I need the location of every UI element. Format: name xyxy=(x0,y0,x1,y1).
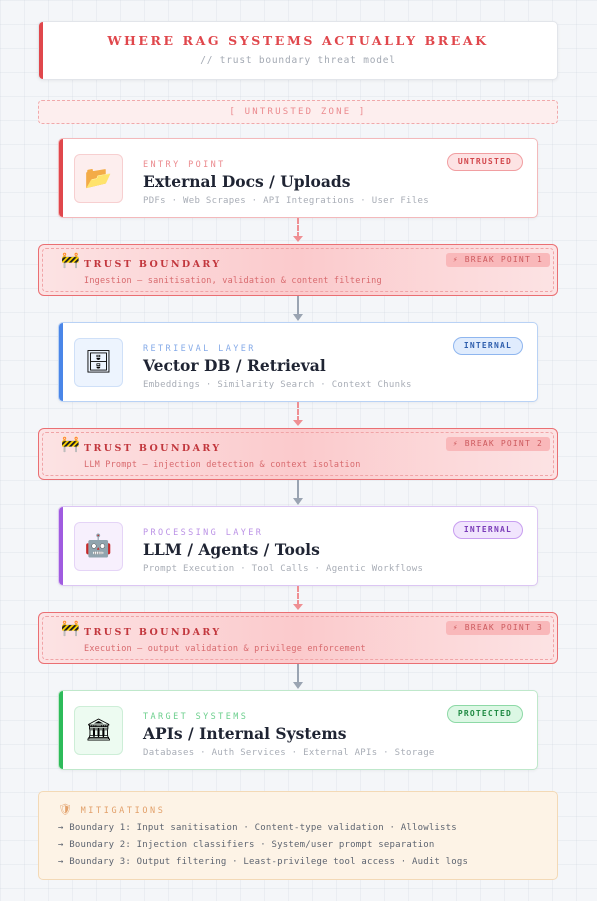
node-kicker: RETRIEVAL LAYER xyxy=(143,344,256,354)
classical-building-icon: 🏛 xyxy=(74,706,123,755)
node-name: APIs / Internal Systems xyxy=(143,724,347,743)
connector-dashed xyxy=(297,218,299,238)
mitigations-title: MITIGATIONS xyxy=(80,806,166,816)
node-llm-agents: 🤖 PROCESSING LAYER LLM / Agents / Tools … xyxy=(58,506,538,586)
node-details: PDFs · Web Scrapes · API Integrations · … xyxy=(143,196,429,206)
file-cabinet-icon: 🗄 xyxy=(74,338,123,387)
node-accent-bar xyxy=(59,323,63,401)
boundary-description: Execution — output validation & privileg… xyxy=(84,644,366,654)
node-details: Embeddings · Similarity Search · Context… xyxy=(143,380,412,390)
mitigation-line: → Boundary 1: Input sanitisation · Conte… xyxy=(58,823,457,833)
connector-dashed xyxy=(297,402,299,422)
break-point-badge: ⚡ BREAK POINT 3 xyxy=(445,621,550,635)
node-kicker: TARGET SYSTEMS xyxy=(143,712,249,722)
node-external-docs: 📂 ENTRY POINT External Docs / Uploads PD… xyxy=(58,138,538,218)
diagram-subtitle: // trust boundary threat model xyxy=(200,55,396,66)
folder-icon: 📂 xyxy=(74,154,123,203)
boundary-title: TRUST BOUNDARY xyxy=(84,443,222,454)
node-accent-bar xyxy=(59,507,63,585)
mitigations-heading: 🛡 MITIGATIONS xyxy=(58,803,165,816)
construction-barrier-icon: 🚧 xyxy=(61,251,80,269)
construction-barrier-icon: 🚧 xyxy=(61,619,80,637)
boundary-title: TRUST BOUNDARY xyxy=(84,627,222,638)
protected-badge: PROTECTED xyxy=(446,705,523,723)
trust-boundary-2: 🚧 TRUST BOUNDARY LLM Prompt — injection … xyxy=(38,428,558,480)
arrow-down-icon xyxy=(293,236,303,242)
node-apis-internal-systems: 🏛 TARGET SYSTEMS APIs / Internal Systems… xyxy=(58,690,538,770)
boundary-inner-frame xyxy=(42,248,554,292)
node-kicker: ENTRY POINT xyxy=(143,160,226,170)
break-point-badge: ⚡ BREAK POINT 2 xyxy=(445,437,550,451)
break-point-badge: ⚡ BREAK POINT 1 xyxy=(445,253,550,267)
node-name: External Docs / Uploads xyxy=(143,172,351,191)
mitigation-line: → Boundary 3: Output filtering · Least-p… xyxy=(58,857,469,867)
diagram-title: WHERE RAG SYSTEMS ACTUALLY BREAK xyxy=(107,33,489,48)
node-kicker: PROCESSING LAYER xyxy=(143,528,264,538)
connector-solid xyxy=(297,296,299,315)
node-vector-db: 🗄 RETRIEVAL LAYER Vector DB / Retrieval … xyxy=(58,322,538,402)
trust-boundary-1: 🚧 TRUST BOUNDARY Ingestion — sanitisatio… xyxy=(38,244,558,296)
arrow-down-icon xyxy=(293,604,303,610)
robot-icon: 🤖 xyxy=(74,522,123,571)
untrusted-badge: UNTRUSTED xyxy=(446,153,523,171)
boundary-inner-frame xyxy=(42,616,554,660)
mitigations-panel: 🛡 MITIGATIONS → Boundary 1: Input sanitis… xyxy=(38,791,558,880)
shield-icon: 🛡 xyxy=(58,803,75,816)
arrow-down-icon xyxy=(293,682,303,689)
node-name: Vector DB / Retrieval xyxy=(143,356,326,375)
connector-dashed xyxy=(297,586,299,606)
internal-badge: INTERNAL xyxy=(452,337,523,355)
boundary-description: LLM Prompt — injection detection & conte… xyxy=(84,460,361,470)
node-accent-bar xyxy=(59,691,63,769)
untrusted-zone-label: [ UNTRUSTED ZONE ] xyxy=(38,100,558,124)
title-card: WHERE RAG SYSTEMS ACTUALLY BREAK // trus… xyxy=(38,21,558,80)
construction-barrier-icon: 🚧 xyxy=(61,435,80,453)
arrow-down-icon xyxy=(293,420,303,426)
node-accent-bar xyxy=(59,139,63,217)
node-name: LLM / Agents / Tools xyxy=(143,540,320,559)
trust-boundary-3: 🚧 TRUST BOUNDARY Execution — output vali… xyxy=(38,612,558,664)
internal-badge: INTERNAL xyxy=(452,521,523,539)
boundary-inner-frame xyxy=(42,432,554,476)
node-details: Databases · Auth Services · External API… xyxy=(143,748,435,758)
connector-solid xyxy=(297,480,299,499)
arrow-down-icon xyxy=(293,498,303,505)
boundary-title: TRUST BOUNDARY xyxy=(84,259,222,270)
connector-solid xyxy=(297,664,299,683)
node-details: Prompt Execution · Tool Calls · Agentic … xyxy=(143,564,424,574)
arrow-down-icon xyxy=(293,314,303,321)
boundary-description: Ingestion — sanitisation, validation & c… xyxy=(84,276,382,286)
mitigation-line: → Boundary 2: Injection classifiers · Sy… xyxy=(58,840,435,850)
